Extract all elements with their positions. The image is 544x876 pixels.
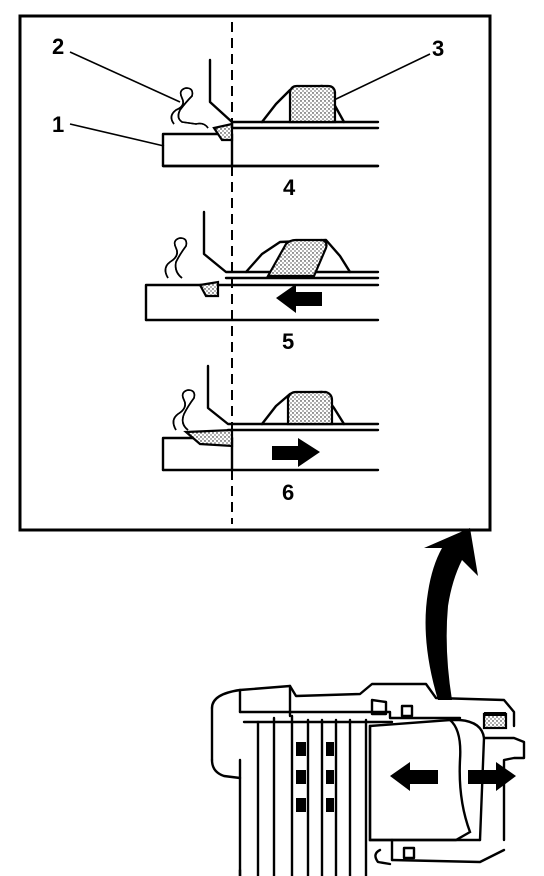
main-assembly xyxy=(210,682,526,876)
step-label-6: 6 xyxy=(282,480,294,505)
step-6-detail xyxy=(161,364,380,472)
callout-label-3: 3 xyxy=(432,36,444,61)
step-5-detail xyxy=(144,210,380,322)
leader-line-3 xyxy=(333,53,431,101)
seal-block-step-4 xyxy=(288,84,337,124)
callout-label-2: 2 xyxy=(52,34,64,59)
left-arrow-icon xyxy=(276,284,322,313)
right-arrow-assembly-icon xyxy=(468,762,516,791)
seal-block-step-6 xyxy=(286,390,334,426)
callout-label-1: 1 xyxy=(52,112,64,137)
seal-block-step-5 xyxy=(266,238,328,278)
right-arrow-icon xyxy=(272,438,320,467)
curved-pointer-arrow xyxy=(424,528,478,700)
left-arrow-assembly-icon xyxy=(390,762,438,791)
leader-line-2 xyxy=(69,51,181,103)
step-label-5: 5 xyxy=(282,329,294,354)
step-4-detail xyxy=(161,58,380,168)
step-label-4: 4 xyxy=(283,175,296,200)
leader-line-1 xyxy=(69,123,165,147)
